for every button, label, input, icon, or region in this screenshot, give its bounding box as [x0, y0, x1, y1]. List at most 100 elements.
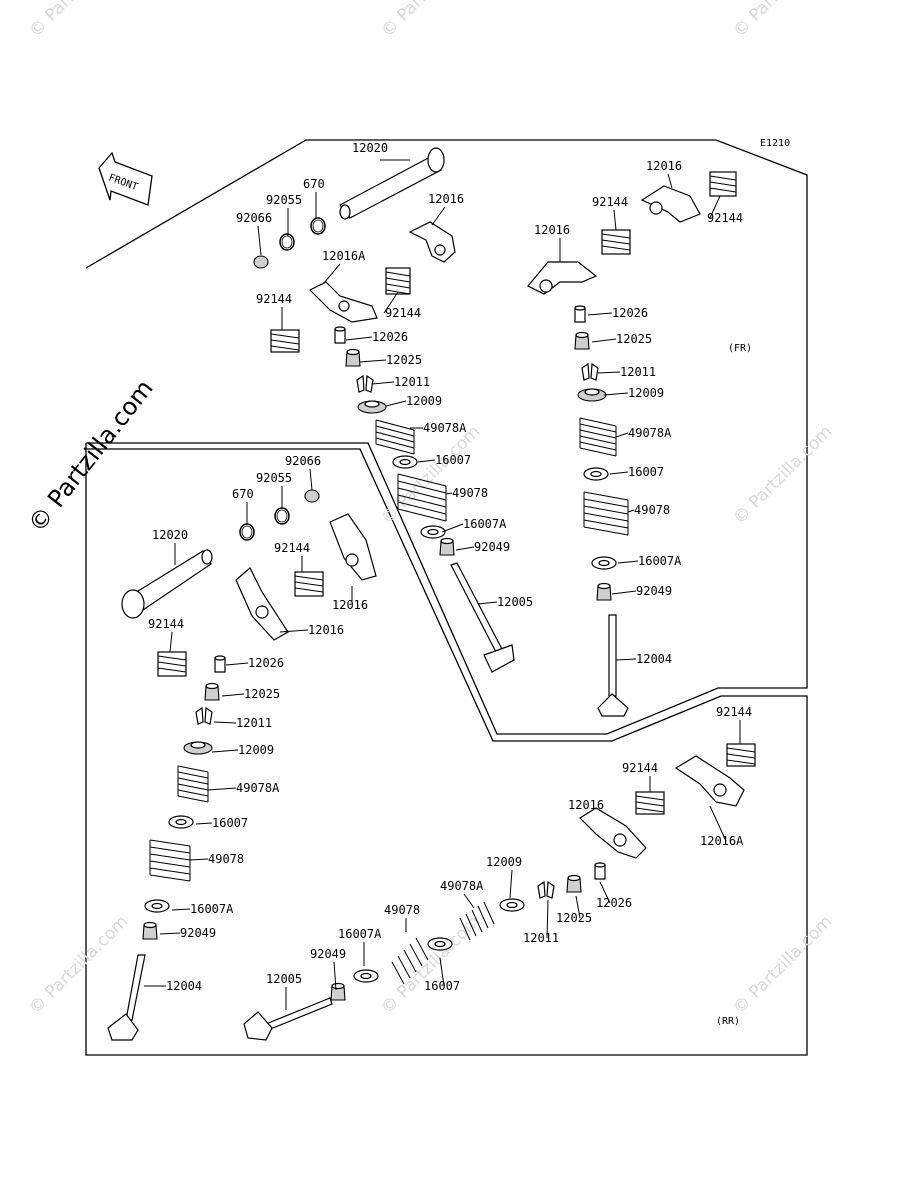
part-number-callout[interactable]: 12016: [332, 598, 368, 612]
part-number-callout[interactable]: 12005: [497, 595, 533, 609]
spring: [601, 229, 631, 255]
watermark-tile: © Partzilla.com: [729, 0, 836, 42]
part-number-callout[interactable]: 12004: [636, 652, 672, 666]
part-number-callout[interactable]: 92144: [148, 617, 184, 631]
callout-leader-line: [509, 869, 513, 899]
part-number-callout[interactable]: 12011: [394, 375, 430, 389]
part-number-callout[interactable]: 12026: [372, 330, 408, 344]
valve-spring: [177, 765, 209, 803]
rocker-arm: [640, 185, 701, 223]
part-number-callout[interactable]: 49078A: [440, 879, 484, 893]
part-number-callout[interactable]: 12016: [534, 223, 570, 237]
callout-leader-line: [323, 263, 341, 284]
part-number-callout[interactable]: 12016: [428, 192, 464, 206]
part-number-callout[interactable]: 92049: [180, 926, 216, 940]
part-number-callout[interactable]: 12011: [236, 716, 272, 730]
part-number-callout[interactable]: 12026: [596, 896, 632, 910]
part-number-callout[interactable]: 49078: [634, 503, 670, 517]
part-number-callout[interactable]: 49078: [208, 852, 244, 866]
part-number-callout[interactable]: 12025: [616, 332, 652, 346]
spring: [709, 171, 737, 197]
watermark-tile: © Partzilla.com: [377, 0, 484, 42]
part-number-callout[interactable]: 16007A: [190, 902, 234, 916]
part-number-callout[interactable]: 49078: [452, 486, 488, 500]
part-number-callout[interactable]: 92049: [310, 947, 346, 961]
part-number-callout[interactable]: 49078A: [236, 781, 280, 795]
callout-leader-line: [169, 631, 173, 653]
spring: [270, 329, 300, 353]
callout-leader-line: [455, 546, 475, 551]
part-number-callout[interactable]: 92144: [707, 211, 743, 225]
part-number-callout[interactable]: 12025: [556, 911, 592, 925]
rocker-arm: [579, 807, 647, 859]
part-number-callout[interactable]: 16007: [628, 465, 664, 479]
spring: [726, 743, 756, 767]
watermark-tile: © Partzilla.com: [729, 912, 836, 1019]
section-label-rear: (RR): [716, 1016, 740, 1027]
part-number-callout[interactable]: 12016A: [322, 249, 366, 263]
part-number-callout[interactable]: 49078: [384, 903, 420, 917]
rocker-shaft: [121, 549, 213, 619]
callout-leader-line: [195, 822, 213, 825]
part-number-callout[interactable]: 12009: [628, 386, 664, 400]
part-number-callout[interactable]: 92049: [474, 540, 510, 554]
watermark-tile: © Partzilla.com: [25, 912, 132, 1019]
part-number-callout[interactable]: 16007: [435, 453, 471, 467]
part-number-callout[interactable]: 92055: [266, 193, 302, 207]
part-number-callout[interactable]: 12009: [406, 394, 442, 408]
callout-leader-line: [587, 312, 613, 316]
part-number-callout[interactable]: 92144: [716, 705, 752, 719]
valve: [243, 997, 333, 1041]
part-number-callout[interactable]: 12016: [646, 159, 682, 173]
part-number-callout[interactable]: 12026: [248, 656, 284, 670]
callout-leader-line: [279, 629, 309, 633]
part-number-callout[interactable]: 12020: [352, 141, 388, 155]
part-number-callout[interactable]: 16007A: [638, 554, 682, 568]
part-number-callout[interactable]: 92144: [385, 306, 421, 320]
part-number-callout[interactable]: 92049: [636, 584, 672, 598]
callout-leader-line: [609, 471, 629, 475]
part-number-callout[interactable]: 670: [232, 487, 254, 501]
part-number-callout[interactable]: 12016A: [700, 834, 744, 848]
part-number-callout[interactable]: 12026: [612, 306, 648, 320]
part-number-callout[interactable]: 49078A: [628, 426, 672, 440]
callout-leader-line: [599, 881, 611, 904]
valve: [107, 954, 146, 1041]
part-number-callout[interactable]: 92144: [274, 541, 310, 555]
section-label-front: (FR): [728, 343, 752, 354]
part-number-callout[interactable]: 12009: [486, 855, 522, 869]
spring: [294, 571, 324, 597]
part-number-callout[interactable]: 12011: [523, 931, 559, 945]
callout-leader-line: [385, 400, 407, 407]
callout-leader-line: [575, 895, 581, 919]
part-number-callout[interactable]: 12011: [620, 365, 656, 379]
part-number-callout[interactable]: 92066: [236, 211, 272, 225]
callout-leader-line: [159, 932, 181, 935]
part-number-callout[interactable]: 12025: [244, 687, 280, 701]
part-number-callout[interactable]: 92144: [592, 195, 628, 209]
part-number-callout[interactable]: 12020: [152, 528, 188, 542]
part-number-callout[interactable]: 92066: [285, 454, 321, 468]
valve: [450, 562, 515, 673]
callout-leader-line: [463, 893, 475, 909]
part-number-callout[interactable]: 670: [303, 177, 325, 191]
part-number-callout[interactable]: 16007A: [338, 927, 382, 941]
callout-leader-line: [417, 459, 436, 463]
part-number-callout[interactable]: 16007: [212, 816, 248, 830]
part-number-callout[interactable]: 16007A: [463, 517, 507, 531]
rocker-arm: [235, 567, 289, 641]
part-number-callout[interactable]: 12005: [266, 972, 302, 986]
part-number-callout[interactable]: 49078A: [423, 421, 467, 435]
part-number-callout[interactable]: 12009: [238, 743, 274, 757]
part-number-callout[interactable]: 12004: [166, 979, 202, 993]
part-number-callout[interactable]: 12016: [308, 623, 344, 637]
part-number-callout[interactable]: 92144: [622, 761, 658, 775]
part-number-callout[interactable]: 12016: [568, 798, 604, 812]
callout-leader-line: [591, 338, 617, 343]
rocker-arm: [308, 281, 378, 323]
part-number-callout[interactable]: 92055: [256, 471, 292, 485]
part-number-callout[interactable]: 16007: [424, 979, 460, 993]
callout-leader-line: [617, 560, 639, 564]
part-number-callout[interactable]: 12025: [386, 353, 422, 367]
part-number-callout[interactable]: 92144: [256, 292, 292, 306]
